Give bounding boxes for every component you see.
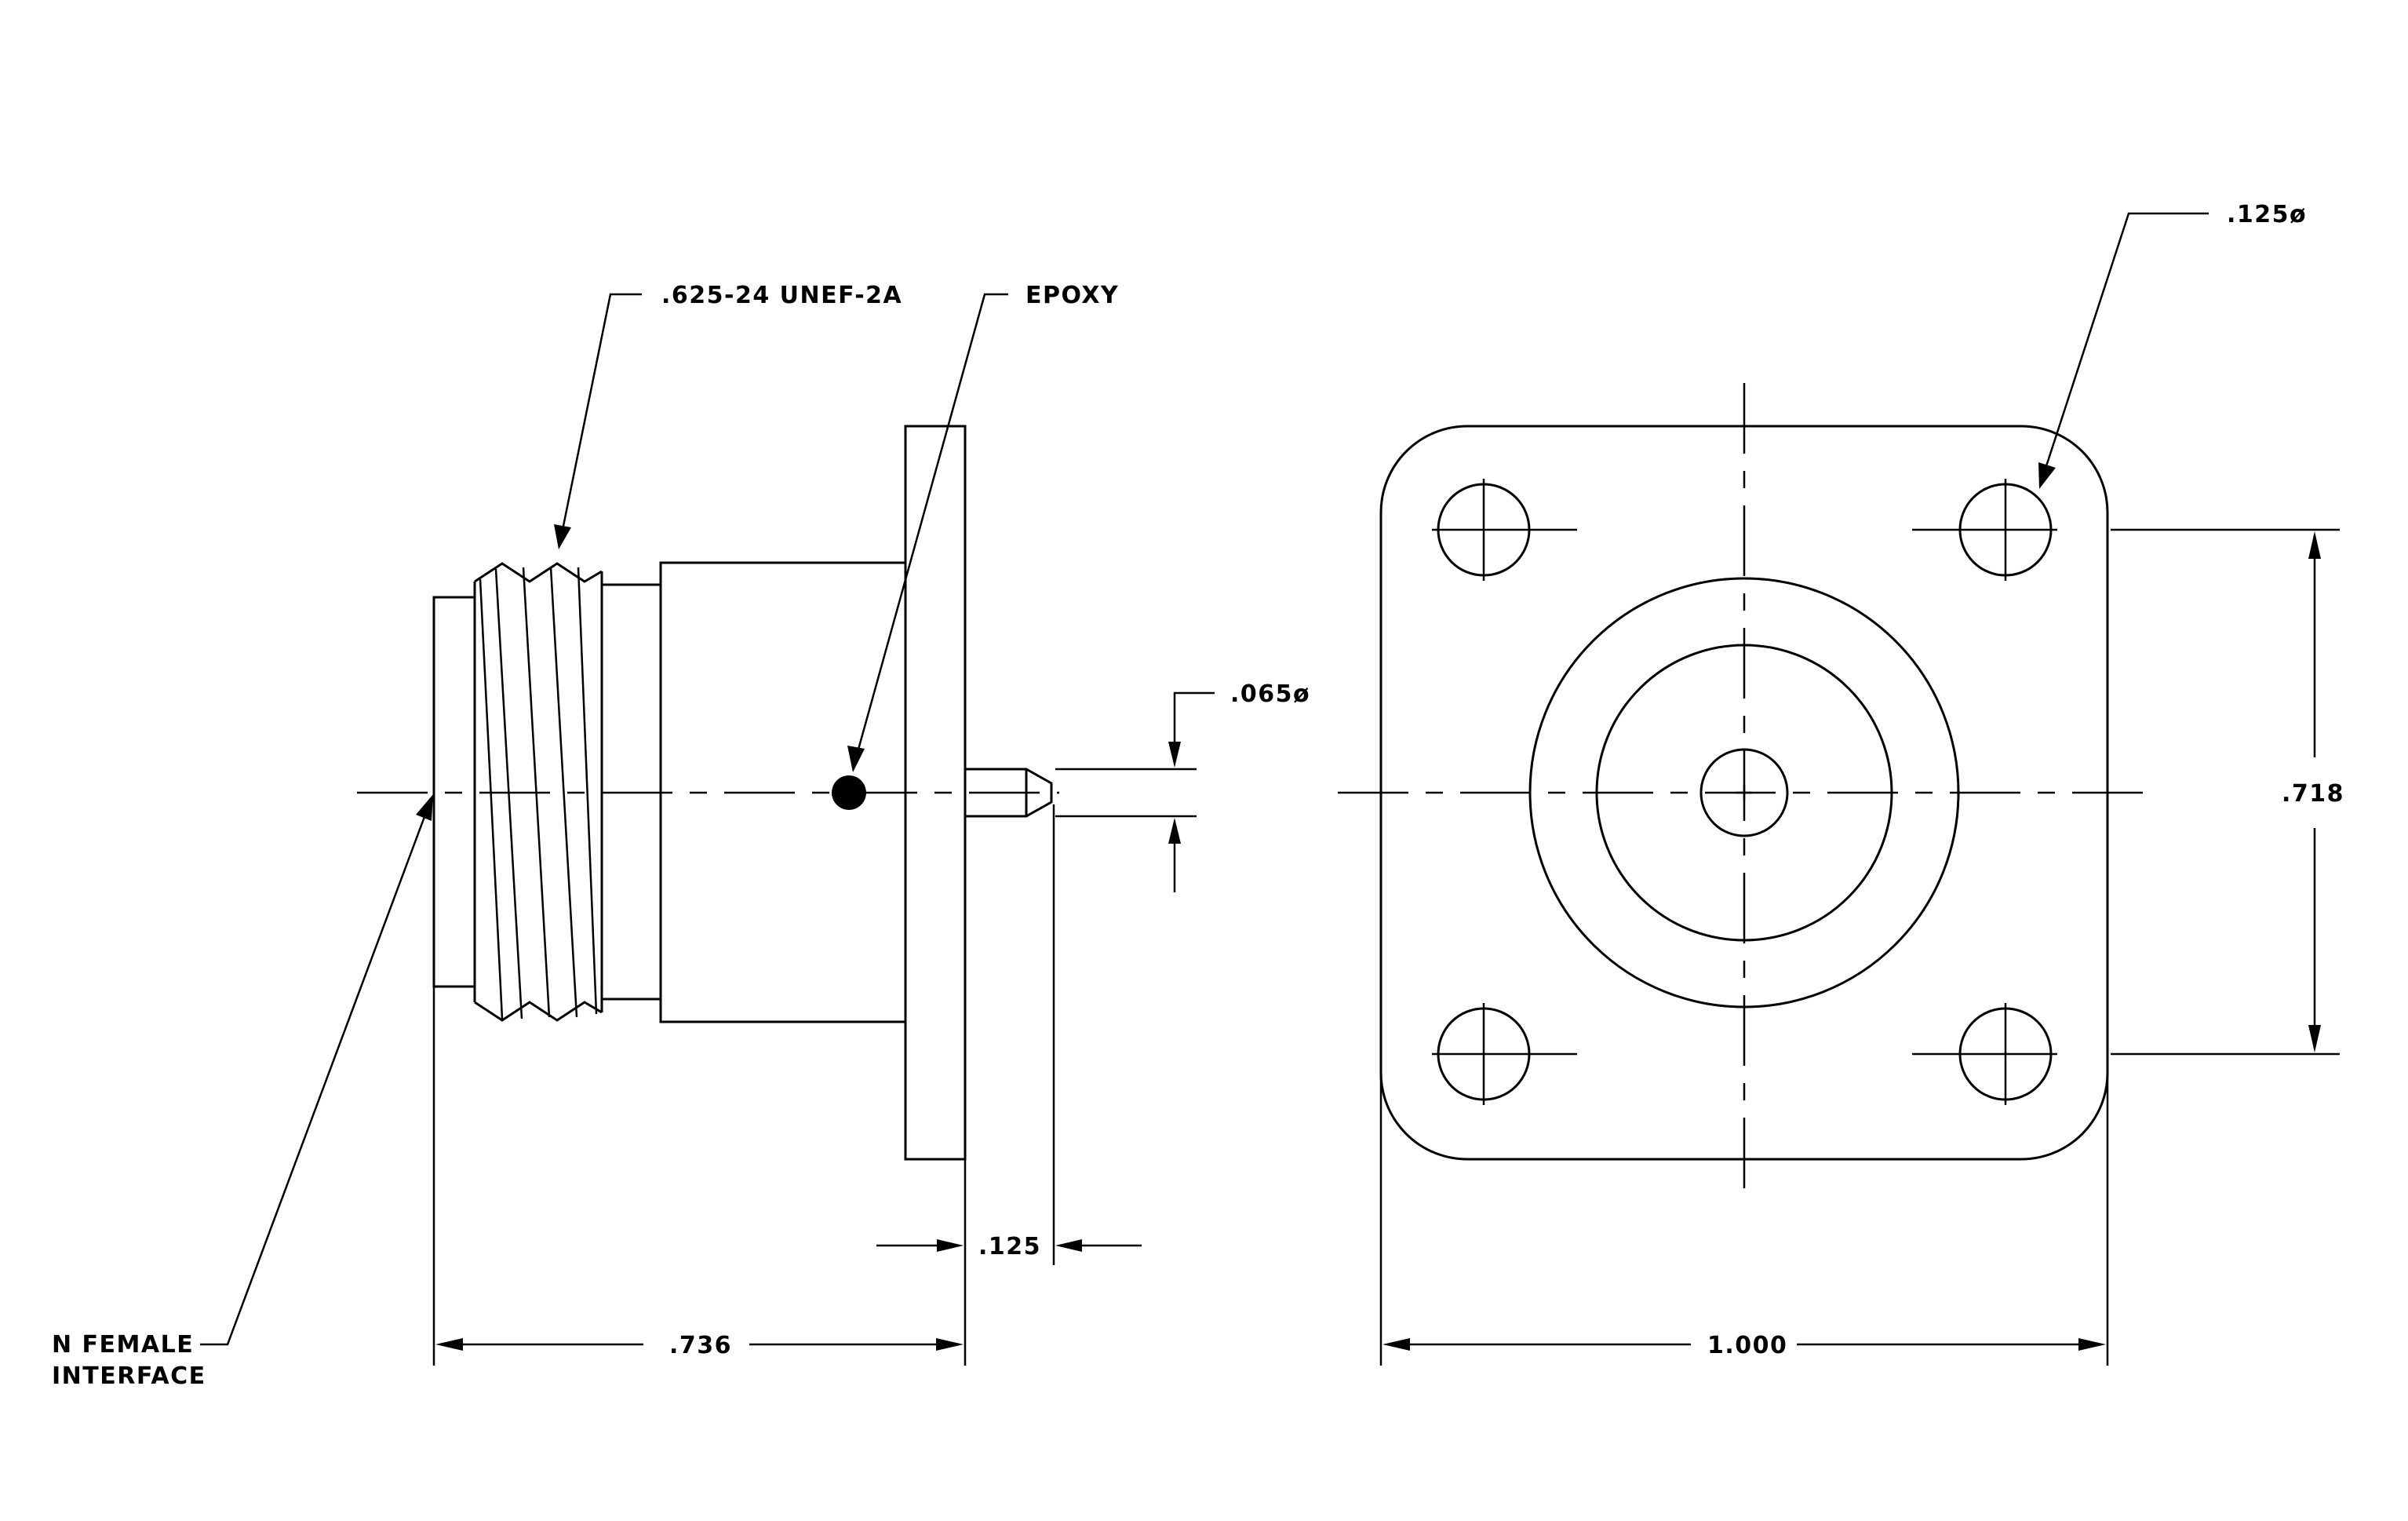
hole-diameter-callout: .125ø: [2038, 201, 2307, 489]
flange-width-dimension: 1.000: [1379, 1060, 2109, 1366]
interface-label-line2: INTERFACE: [52, 1362, 206, 1390]
hole-spacing-dimension: .718: [2111, 528, 2344, 1056]
hole-spacing-label: .718: [2282, 780, 2344, 808]
overall-length-label: .736: [669, 1332, 732, 1359]
front-view: [1338, 383, 2154, 1202]
pin-diameter-label: .065ø: [1230, 680, 1310, 708]
pin-length-label: .125: [978, 1233, 1041, 1260]
pin-length-dimension: .125: [876, 804, 1142, 1366]
overall-length-dimension: .736: [432, 987, 964, 1366]
interface-label-line1: N FEMALE: [52, 1331, 194, 1359]
hole-diameter-label: .125ø: [2227, 201, 2307, 228]
flange-width-label: 1.000: [1707, 1332, 1787, 1359]
thread-callout: .625-24 UNEF-2A: [554, 282, 902, 549]
thread-label: .625-24 UNEF-2A: [661, 282, 902, 309]
side-view: [357, 425, 1059, 1161]
epoxy-callout: EPOXY: [847, 282, 1119, 772]
interface-callout: N FEMALE INTERFACE: [52, 794, 433, 1390]
pin-diameter-dimension: .065ø: [1055, 680, 1310, 892]
center-contact-circle: [1699, 748, 1789, 837]
epoxy-label: EPOXY: [1025, 282, 1119, 309]
